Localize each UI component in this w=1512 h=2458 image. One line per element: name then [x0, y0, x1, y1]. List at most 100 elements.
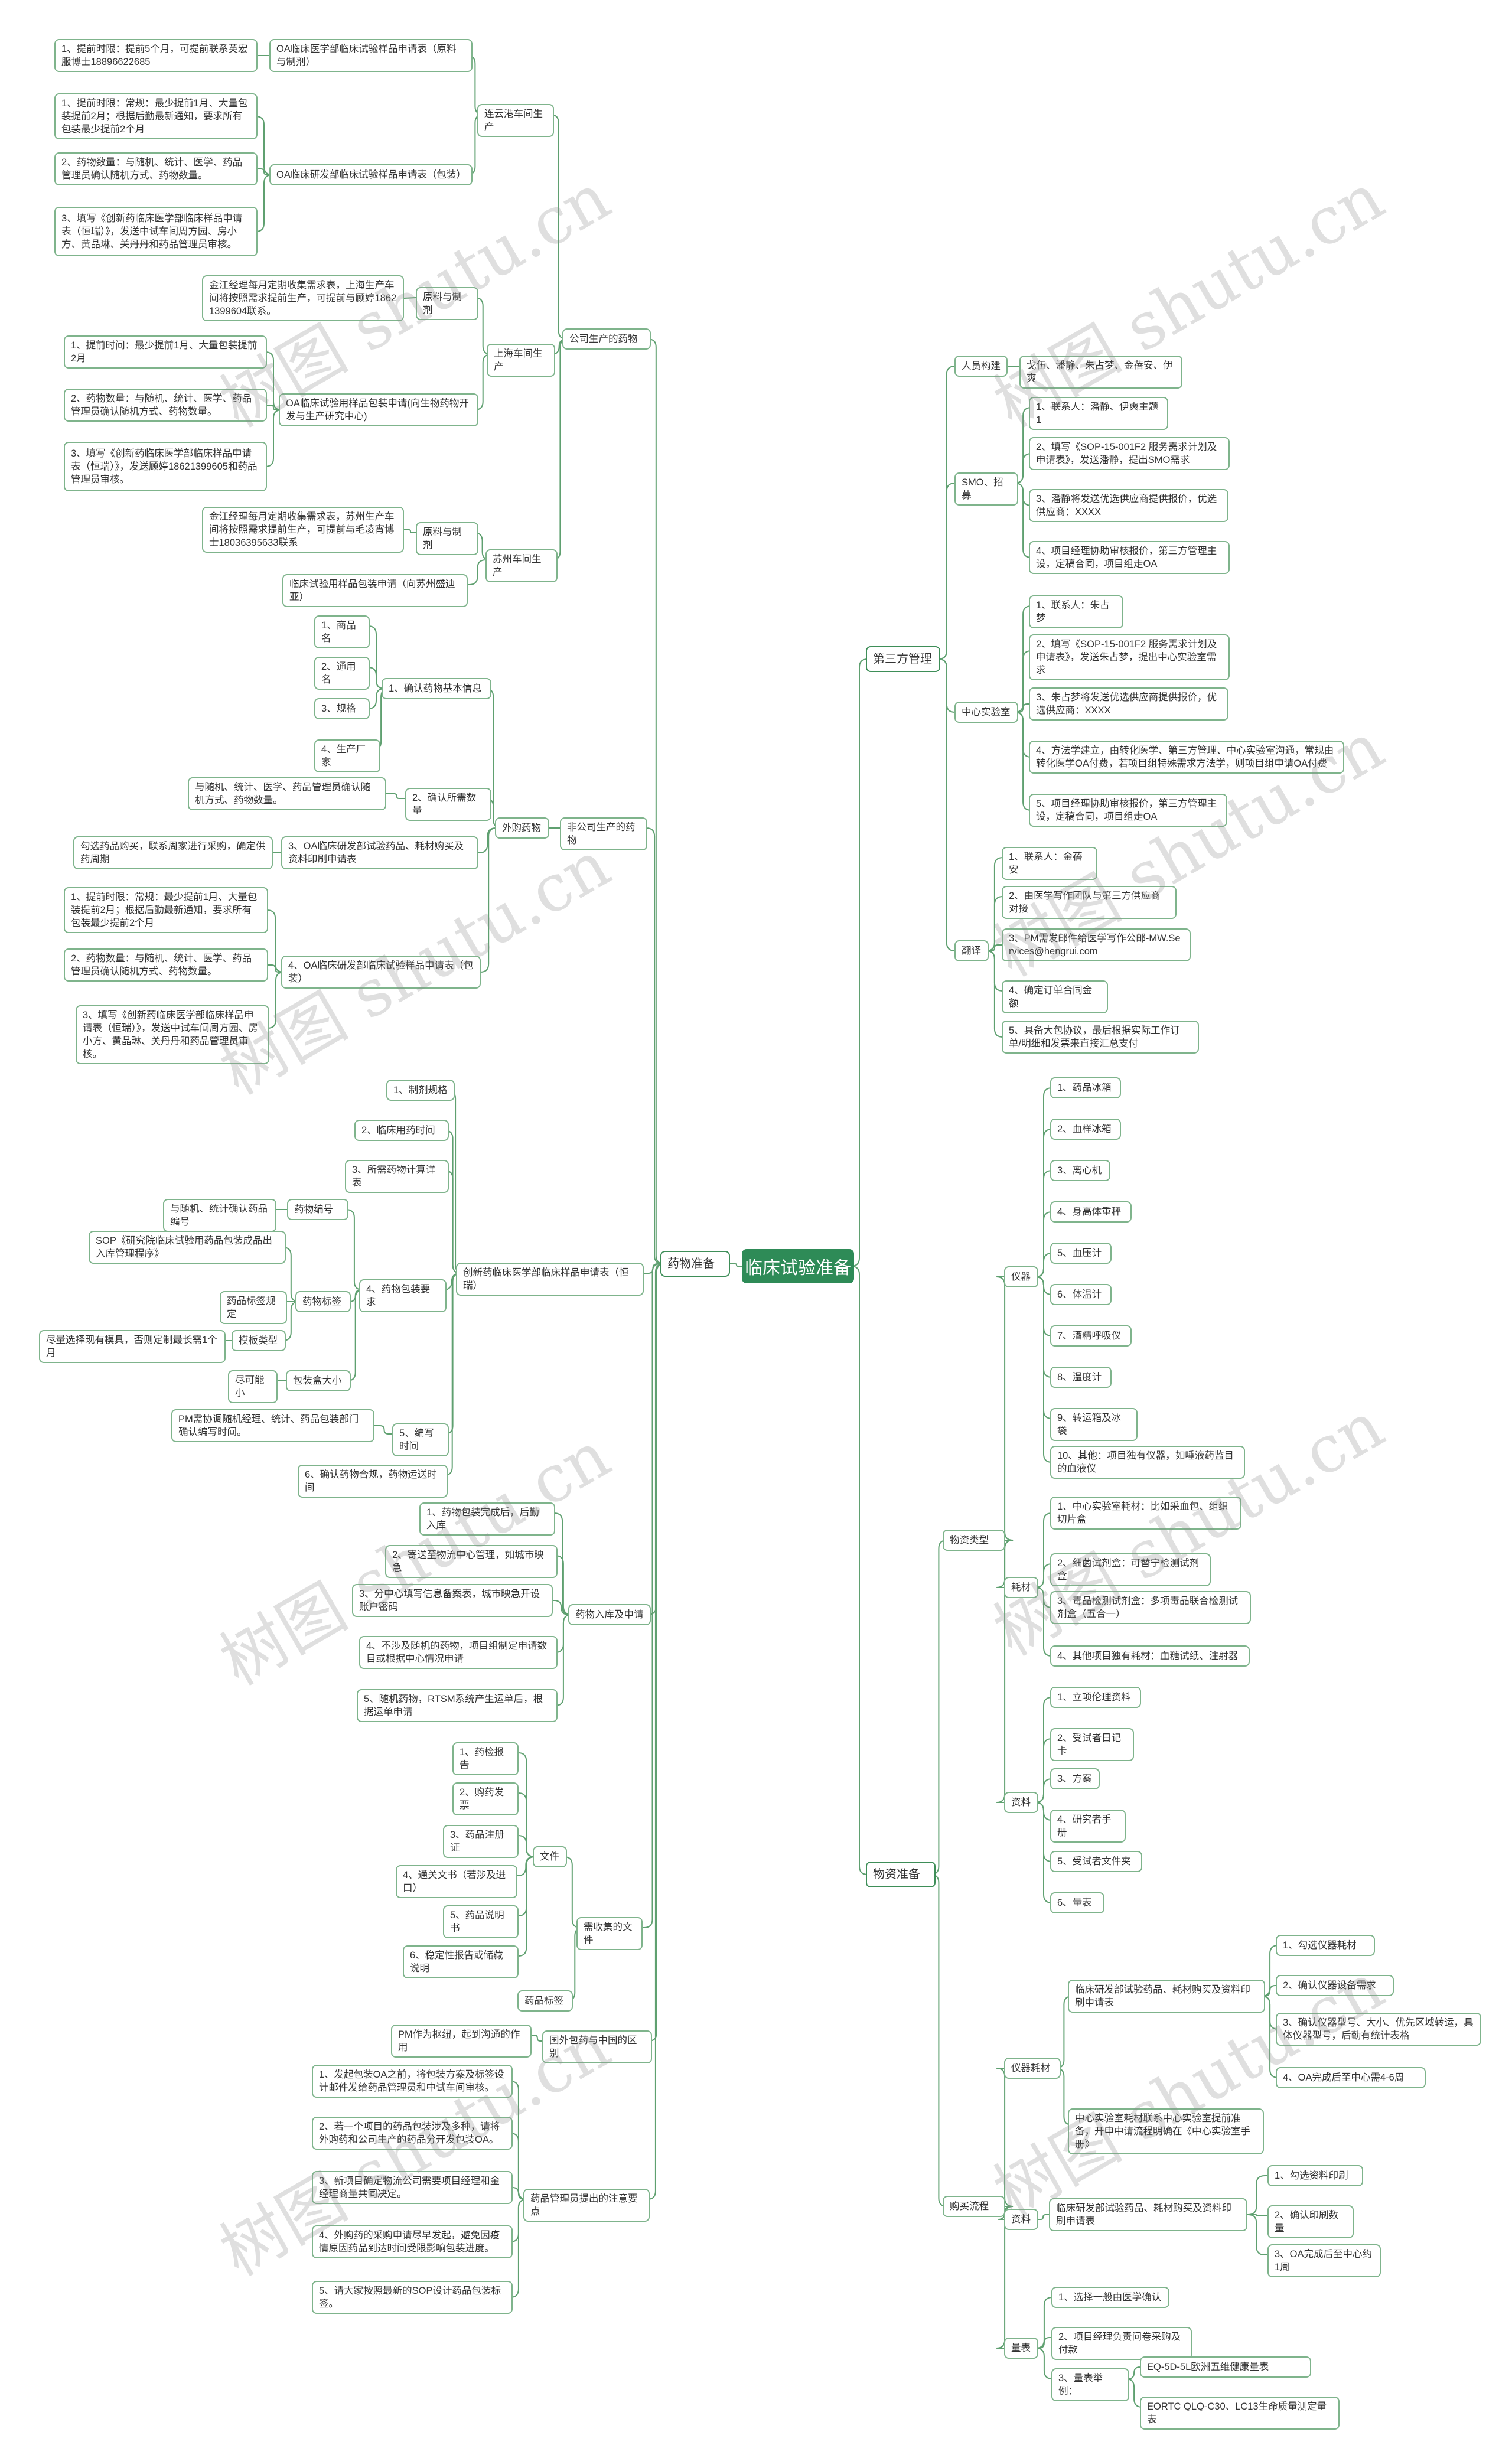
mindmap-node-fy2[interactable]: 2、由医学写作团队与第三方供应商对接 [1002, 886, 1177, 919]
mindmap-node-fy3[interactable]: 3、PM需发邮件给医学写作公邮-MW.Services@hengrui.com [1002, 928, 1191, 961]
mindmap-node-hc1[interactable]: 1、中心实验室耗材：比如采血包、组织切片盒 [1050, 1497, 1241, 1530]
mindmap-node-yq5[interactable]: 5、血压计 [1050, 1243, 1112, 1264]
mindmap-node-qr1b[interactable]: 2、通用名 [314, 657, 370, 690]
mindmap-node-rk1[interactable]: 1、药物包装完成后，后勤入库 [419, 1502, 555, 1536]
mindmap-node-mblx[interactable]: 模板类型 [232, 1330, 286, 1351]
mindmap-node-smo2[interactable]: 2、填写《SOP-15-001F2 服务需求计划及申请表》，发送潘静，提出SMO… [1029, 437, 1230, 470]
mindmap-node-cxy6[interactable]: 6、确认药物合规，药物运送时间 [298, 1465, 448, 1498]
mindmap-node-ywbq_v1[interactable]: SOP《研究院临床试验用药品包装成品出入库管理程序》 [89, 1231, 286, 1264]
mindmap-node-fy1[interactable]: 1、联系人：金蓓安 [1002, 847, 1097, 880]
mindmap-node-oa_bz3[interactable]: 3、填写《创新药临床医学部临床样品申请表（恒瑞）》，发送中试车间周方园、房小方、… [54, 207, 258, 256]
mindmap-node-oa_bz1[interactable]: 1、提前时限：常规：最少提前1月、大量包装提前2月；根据后勤最新通知，要求所有包… [54, 93, 258, 139]
mindmap-node-zx1[interactable]: 1、联系人：朱占梦 [1029, 595, 1123, 628]
mindmap-node-qr1a[interactable]: 1、商品名 [314, 615, 370, 648]
mindmap-node-ylyzj2[interactable]: 原料与制剂 [416, 522, 478, 555]
mindmap-node-lcyf3[interactable]: 3、确认仪器型号、大小、优先区域转运，具体仪器型号，后勤有统计表格 [1276, 2013, 1481, 2046]
mindmap-node-rk2[interactable]: 2、寄送至物流中心管理，如城市映急 [385, 1545, 558, 1578]
mindmap-node-ylyzj1_v[interactable]: 金江经理每月定期收集需求表，上海生产车间将按照需求提前生产，可提前与顾婷1862… [202, 275, 404, 321]
mindmap-node-lb3b[interactable]: EORTC QLQ-C30、LC13生命质量测定量表 [1140, 2397, 1340, 2430]
mindmap-node-zlsq1[interactable]: 1、勾选资料印刷 [1267, 2165, 1363, 2186]
mindmap-node-lcyf4[interactable]: 4、OA完成后至中心需4-6周 [1276, 2067, 1426, 2088]
mindmap-node-cxy4[interactable]: 4、药物包装要求 [359, 1279, 447, 1312]
mindmap-node-ylyzj2_v[interactable]: 金江经理每月定期收集需求表，苏州生产车间将按照需求提前生产，可提前与毛凌宵博士1… [202, 507, 404, 553]
mindmap-node-lygsc[interactable]: 连云港车间生产 [477, 104, 554, 137]
mindmap-node-ypgly[interactable]: 药品管理员提出的注意要点 [523, 2189, 650, 2222]
mindmap-node-zx3[interactable]: 3、朱占梦将发送优选供应商提供报价，优选供应商：XXXX [1029, 687, 1228, 721]
mindmap-node-ywbq[interactable]: 药物标签 [295, 1291, 351, 1312]
mindmap-node-yq2[interactable]: 2、血样冰箱 [1050, 1119, 1121, 1140]
mindmap-node-zl4[interactable]: 4、研究者手册 [1050, 1810, 1126, 1843]
mindmap-node-rk5[interactable]: 5、随机药物，RTSM系统产生运单后，根据运单申请 [357, 1689, 558, 1722]
mindmap-node-ywzb[interactable]: 药物准备 [660, 1251, 730, 1277]
mindmap-node-fy5[interactable]: 5、具备大包协议，最后根据实际工作订单/明细和发票来直接汇总支付 [1002, 1021, 1199, 1054]
mindmap-node-fgssc[interactable]: 非公司生产的药物 [560, 817, 647, 850]
mindmap-node-zlsq[interactable]: 临床研发部试验药品、耗材购买及资料印刷申请表 [1049, 2198, 1247, 2231]
mindmap-node-qr4[interactable]: 4、OA临床研发部临床试验样品申请表（包装） [281, 956, 481, 989]
mindmap-node-ywbh[interactable]: 药物编号 [287, 1199, 348, 1220]
mindmap-node-oa_bz2[interactable]: 2、药物数量：与随机、统计、医学、药品管理员确认随机方式、药物数量。 [54, 152, 258, 185]
mindmap-node-bzhdx[interactable]: 包装盒大小 [286, 1370, 351, 1391]
mindmap-node-rk3[interactable]: 3、分中心填写信息备案表，城市映急开设账户密码 [352, 1584, 553, 1617]
mindmap-node-wj1[interactable]: 1、药检报告 [452, 1742, 519, 1775]
mindmap-node-ywbh_v[interactable]: 与随机、统计确认药品编号 [163, 1199, 276, 1232]
mindmap-node-ywbq_v2[interactable]: 药品标签规定 [220, 1291, 287, 1324]
mindmap-node-rycg_v[interactable]: 戈伍、潘静、朱占梦、金蓓安、伊爽 [1019, 356, 1182, 389]
mindmap-node-oa_sh1[interactable]: 1、提前时间：最少提前1月、大量包装提前2月 [64, 335, 267, 369]
mindmap-node-zl3[interactable]: 3、方案 [1050, 1768, 1100, 1789]
mindmap-node-yq4[interactable]: 4、身高体重秤 [1050, 1201, 1132, 1223]
mindmap-node-zxsys[interactable]: 中心实验室 [954, 702, 1018, 723]
mindmap-node-ypbq[interactable]: 药品标签 [517, 1990, 573, 2012]
mindmap-node-lb2[interactable]: 2、项目经理负责问卷采购及付款 [1051, 2327, 1192, 2360]
mindmap-node-lcyf[interactable]: 临床研发部试验药品、耗材购买及资料印刷申请表 [1068, 1980, 1265, 2013]
mindmap-node-zx5[interactable]: 5、项目经理协助审核报价，第三方管理主设，定稿合同，项目组走OA [1029, 794, 1227, 827]
mindmap-node-oa_sh2[interactable]: 2、药物数量：与随机、统计、医学、药品管理员确认随机方式、药物数量。 [64, 389, 267, 422]
root-topic[interactable]: 临床试验准备 [742, 1249, 854, 1283]
mindmap-node-qr4a[interactable]: 1、提前时限：常规：最少提前1月、大量包装提前2月；根据后勤最新通知，要求所有包… [64, 887, 268, 933]
mindmap-node-gl2[interactable]: 2、若一个项目的药品包装涉及多种，请将外购药和公司生产的药品分开发包装OA。 [312, 2117, 513, 2150]
mindmap-node-yq8[interactable]: 8、温度计 [1050, 1367, 1112, 1388]
mindmap-node-zl6[interactable]: 6、量表 [1050, 1892, 1104, 1913]
mindmap-node-cxy5[interactable]: 5、编写时间 [392, 1423, 449, 1456]
mindmap-node-smo1[interactable]: 1、联系人：潘静、伊爽主题 1 [1029, 397, 1168, 430]
mindmap-node-wzlx[interactable]: 物资类型 [943, 1530, 1005, 1551]
mindmap-node-oa_yp[interactable]: OA临床医学部临床试验样品申请表（原料与制剂） [269, 39, 472, 72]
mindmap-node-lcyf1[interactable]: 1、勾选仪器耗材 [1276, 1935, 1375, 1956]
mindmap-node-smo[interactable]: SMO、招募 [954, 472, 1018, 506]
mindmap-node-gl4[interactable]: 4、外购药的采购申请尽早发起，避免因疫情原因药品到达时间受限影响包装进度。 [312, 2225, 513, 2258]
mindmap-node-qr1c[interactable]: 3、规格 [314, 698, 370, 719]
mindmap-node-zl2[interactable]: 2、受试者日记卡 [1050, 1728, 1134, 1761]
mindmap-node-gwbz_v[interactable]: PM作为枢纽，起到沟通的作用 [391, 2025, 532, 2058]
mindmap-node-qr1[interactable]: 1、确认药物基本信息 [382, 678, 491, 699]
mindmap-node-oa_sh[interactable]: OA临床试验用样品包装申请(向生物药物开发与生产研究中心) [279, 393, 478, 426]
mindmap-node-rk4[interactable]: 4、不涉及随机的药物，项目组制定申请数目或根据中心情况申请 [359, 1636, 558, 1669]
mindmap-node-yqhc[interactable]: 仪器耗材 [1004, 2058, 1061, 2079]
mindmap-node-qr4c[interactable]: 3、填写《创新药临床医学部临床样品申请表（恒瑞）》，发送中试车间周方园、房小方、… [76, 1005, 269, 1064]
mindmap-node-szsc[interactable]: 苏州车间生产 [485, 549, 558, 582]
mindmap-node-bzhdx_v[interactable]: 尽可能小 [228, 1370, 278, 1403]
mindmap-node-gssc[interactable]: 公司生产的药物 [562, 328, 651, 350]
mindmap-node-lb1[interactable]: 1、选择一般由医学确认 [1051, 2287, 1169, 2308]
mindmap-node-yq1[interactable]: 1、药品冰箱 [1050, 1077, 1121, 1098]
mindmap-node-lb3[interactable]: 3、量表举例： [1051, 2368, 1129, 2401]
mindmap-node-hc4[interactable]: 4、其他项目独有耗材：血糖试纸、注射器 [1050, 1645, 1250, 1667]
mindmap-node-cxy5_v[interactable]: PM需协调随机经理、统计、药品包装部门确认编写时间。 [171, 1409, 374, 1442]
mindmap-node-gl5[interactable]: 5、请大家按照最新的SOP设计药品包装标签。 [312, 2281, 513, 2314]
mindmap-node-gl1[interactable]: 1、发起包装OA之前，将包装方案及标签设计邮件发给药品管理员和中试车间审核。 [312, 2065, 513, 2098]
mindmap-node-smo4[interactable]: 4、项目经理协助审核报价，第三方管理主设，定稿合同，项目组走OA [1029, 541, 1230, 574]
mindmap-node-zxsyshc[interactable]: 中心实验室耗材联系中心实验室提前准备，开申中请流程明确在《中心实验室手册》 [1068, 2108, 1264, 2154]
mindmap-node-oa_yp1[interactable]: 1、提前时限：提前5个月，可提前联系英宏服博士18896622685 [54, 39, 258, 72]
mindmap-node-qr1d[interactable]: 4、生产厂家 [314, 739, 380, 772]
mindmap-node-yq6[interactable]: 6、体温计 [1050, 1284, 1112, 1305]
mindmap-node-dsf[interactable]: 第三方管理 [866, 646, 940, 672]
mindmap-node-yq[interactable]: 仪器 [1004, 1266, 1038, 1287]
mindmap-node-wj6[interactable]: 6、稳定性报告或储藏说明 [403, 1945, 519, 1978]
mindmap-node-qr2[interactable]: 2、确认所需数量 [405, 788, 491, 821]
mindmap-node-rycg[interactable]: 人员构建 [954, 356, 1008, 377]
mindmap-node-qr2v[interactable]: 与随机、统计、医学、药品管理员确认随机方式、药物数量。 [188, 777, 386, 810]
mindmap-node-qr3v[interactable]: 勾选药品购买，联系周家进行采购，确定供药周期 [73, 836, 273, 869]
mindmap-node-wj[interactable]: 文件 [533, 1846, 567, 1867]
mindmap-node-cxy1[interactable]: 1、制剂规格 [386, 1080, 455, 1101]
mindmap-node-wj5[interactable]: 5、药品说明书 [443, 1905, 519, 1938]
mindmap-node-xsjwj[interactable]: 需收集的文件 [576, 1917, 643, 1950]
mindmap-node-wj4[interactable]: 4、通关文书（若涉及进口） [396, 1865, 517, 1898]
